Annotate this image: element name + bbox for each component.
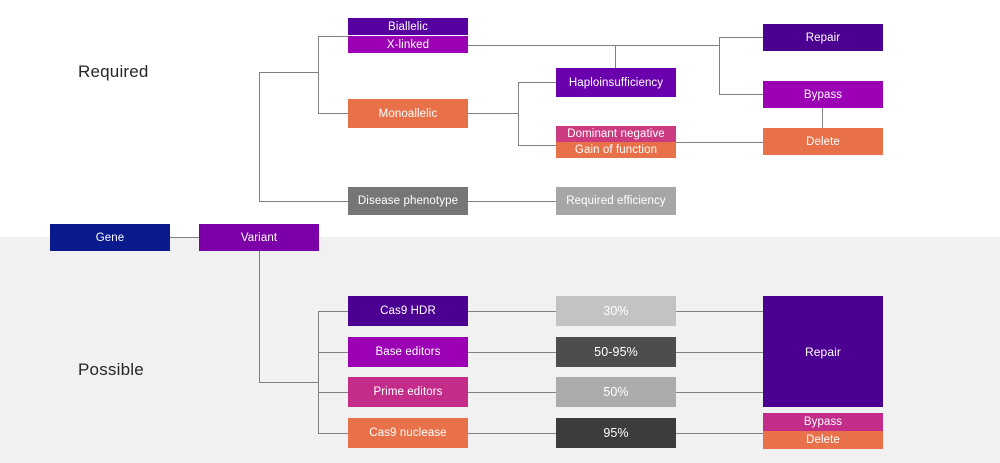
node-haploinsufficiency[interactable]: Haploinsufficiency	[556, 68, 676, 97]
connector-cas9-nuclease-to-efficiency	[468, 433, 557, 435]
node-efficiency-base-editors[interactable]: 50-95%	[556, 337, 676, 367]
node-efficiency-cas9-hdr[interactable]: 30%	[556, 296, 676, 326]
connector-cas9-hdr-to-efficiency	[468, 311, 557, 313]
node-x-linked[interactable]: X-linked	[348, 36, 468, 53]
node-disease-phenotype[interactable]: Disease phenotype	[348, 187, 468, 215]
connector-variant-trunk-up	[259, 72, 261, 202]
connector-bypass-to-delete	[822, 108, 824, 128]
node-prime-editors[interactable]: Prime editors	[348, 377, 468, 407]
node-bypass-required[interactable]: Bypass	[763, 81, 883, 108]
connector-to-prime-editors	[318, 392, 349, 394]
connector-to-repair	[719, 37, 764, 39]
node-required-efficiency[interactable]: Required efficiency	[556, 187, 676, 215]
node-repair-required[interactable]: Repair	[763, 24, 883, 51]
node-biallelic[interactable]: Biallelic	[348, 18, 468, 35]
connector-trunk-to-disease-phenotype	[259, 201, 349, 203]
connector-gene-variant	[170, 237, 199, 239]
connector-efficiency50-to-repair	[676, 392, 764, 394]
connector-mechanism-splitter	[518, 82, 520, 146]
connector-to-cas9-nuclease	[318, 433, 349, 435]
connector-zygosity-to-monoallelic	[318, 113, 349, 115]
connector-gof-to-delete	[676, 142, 764, 144]
section-label-required: Required	[78, 62, 149, 81]
connector-zygosity-splitter	[318, 36, 320, 114]
connector-efficiency30-to-repair	[676, 311, 764, 313]
connector-base-editors-to-efficiency	[468, 352, 557, 354]
connector-trunk-to-zygosity	[259, 72, 319, 74]
node-cas9-hdr[interactable]: Cas9 HDR	[348, 296, 468, 326]
node-efficiency-prime-editors[interactable]: 50%	[556, 377, 676, 407]
node-monoallelic[interactable]: Monoallelic	[348, 99, 468, 128]
connector-haploinsufficiency-to-repair	[615, 45, 617, 72]
connector-to-base-editors	[318, 352, 349, 354]
node-repair-possible[interactable]: Repair	[763, 296, 883, 407]
connector-tools-splitter	[318, 311, 320, 433]
node-cas9-nuclease[interactable]: Cas9 nuclease	[348, 418, 468, 448]
connector-biallelic-to-repair	[468, 45, 720, 47]
connector-efficiency5095-to-repair	[676, 352, 764, 354]
connector-to-cas9-hdr	[318, 311, 349, 313]
section-label-possible: Possible	[78, 360, 144, 379]
connector-to-dominant-negative	[518, 145, 557, 147]
node-delete-required[interactable]: Delete	[763, 128, 883, 155]
node-gene[interactable]: Gene	[50, 224, 170, 251]
node-bypass-possible[interactable]: Bypass	[763, 413, 883, 431]
connector-to-haploinsufficiency	[518, 82, 557, 84]
node-efficiency-cas9-nuclease[interactable]: 95%	[556, 418, 676, 448]
node-gain-of-function[interactable]: Gain of function	[556, 142, 676, 158]
connector-prime-editors-to-efficiency	[468, 392, 557, 394]
node-delete-possible[interactable]: Delete	[763, 431, 883, 449]
connector-zygosity-to-biallelic	[318, 36, 349, 38]
connector-disease-phenotype-to-efficiency	[468, 201, 557, 203]
connector-trunk-to-tools	[259, 382, 319, 384]
node-variant[interactable]: Variant	[199, 224, 319, 251]
node-dominant-negative[interactable]: Dominant negative	[556, 126, 676, 142]
connector-variant-trunk-down	[259, 251, 261, 383]
connector-repair-bypass-splitter	[719, 37, 721, 95]
node-base-editors[interactable]: Base editors	[348, 337, 468, 367]
connector-efficiency95-to-bypass-delete	[676, 433, 764, 435]
connector-to-bypass	[719, 94, 764, 96]
connector-monoallelic-to-mechanism	[468, 113, 519, 115]
